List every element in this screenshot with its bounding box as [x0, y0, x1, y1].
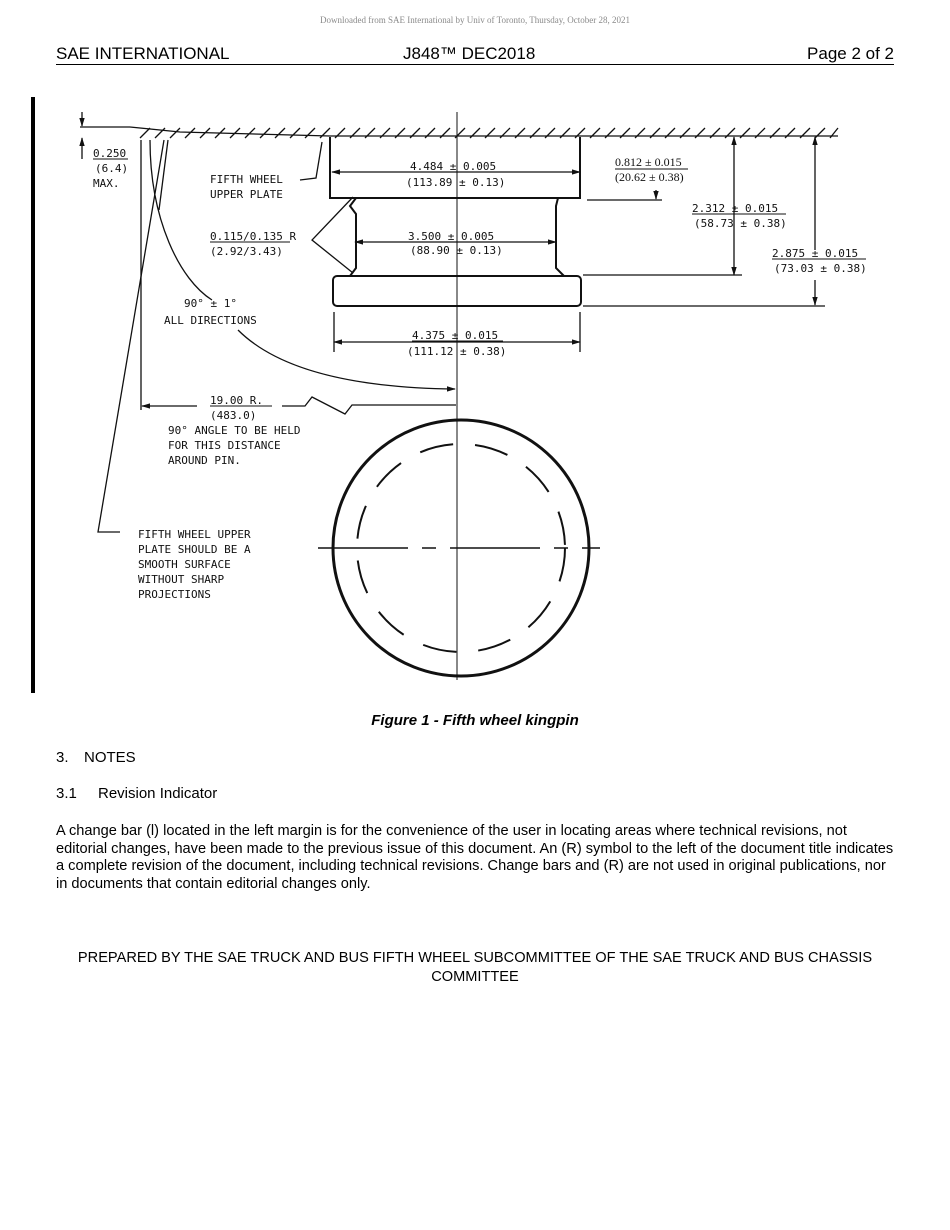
- dim-0812-value: 0.812 ± 0.015: [615, 155, 682, 169]
- kingpin-figure: 0.250 (6.4) MAX. FIFTH WHEEL UPPER PLATE…: [79, 112, 867, 680]
- dim-4375-value: 4.375 ± 0.015: [412, 329, 498, 342]
- section-31-title: Revision Indicator: [98, 785, 218, 802]
- leader-radius: [311, 196, 354, 274]
- section-3-number: 3.: [56, 749, 69, 766]
- label-angle-held-2: FOR THIS DISTANCE: [168, 439, 281, 452]
- note-smooth-4: WITHOUT SHARP: [138, 573, 224, 586]
- dim-2312-metric: (58.73 ± 0.38): [694, 217, 787, 230]
- download-watermark: Downloaded from SAE International by Uni…: [320, 15, 630, 25]
- label-max-value: 0.250: [93, 147, 126, 160]
- label-fifth-wheel: FIFTH WHEEL: [210, 173, 283, 186]
- dim-3500-metric: (88.90 ± 0.13): [410, 244, 503, 257]
- leader-fifth-wheel: [299, 141, 323, 181]
- section-31-heading: 3.1 Revision Indicator: [56, 785, 217, 802]
- label-max-metric: (6.4): [95, 162, 128, 175]
- note-smooth-2: PLATE SHOULD BE A: [138, 543, 251, 556]
- header-document-id: J848™ DEC2018: [403, 44, 536, 63]
- dim-3500-value: 3.500 ± 0.005: [408, 230, 494, 243]
- section-3-title: NOTES: [84, 749, 136, 766]
- label-angle-value: 90° ± 1°: [184, 297, 237, 310]
- label-max-note: MAX.: [93, 177, 120, 190]
- kingpin-neck: [348, 197, 565, 277]
- label-radius-19-metric: (483.0): [210, 409, 256, 422]
- label-all-directions: ALL DIRECTIONS: [164, 314, 257, 327]
- kingpin-upper-flange: [329, 137, 581, 199]
- figure-caption: Figure 1 - Fifth wheel kingpin: [371, 712, 579, 729]
- revision-indicator-paragraph: A change bar (l) located in the left mar…: [56, 823, 894, 892]
- page-header: SAE INTERNATIONAL J848™ DEC2018 Page 2 o…: [56, 44, 894, 65]
- dim-2875-metric: (73.03 ± 0.38): [774, 262, 867, 275]
- leader-smooth-surface: [97, 139, 165, 533]
- dim-4484-metric: (113.89 ± 0.13): [406, 176, 505, 189]
- header-publisher: SAE INTERNATIONAL: [56, 44, 230, 63]
- section-3-heading: 3. NOTES: [56, 749, 136, 766]
- note-smooth-5: PROJECTIONS: [138, 588, 211, 601]
- label-upper-plate: UPPER PLATE: [210, 188, 283, 201]
- dim-2312-value: 2.312 ± 0.015: [692, 202, 778, 215]
- prepared-by-statement: PREPARED BY THE SAE TRUCK AND BUS FIFTH …: [77, 950, 873, 985]
- dim-0812-metric: (20.62 ± 0.38): [615, 170, 684, 184]
- plate-hatching: [139, 127, 839, 139]
- leader-angle: [149, 139, 213, 301]
- header-page-number: Page 2 of 2: [807, 44, 894, 63]
- dim-4375-metric: (111.12 ± 0.38): [407, 345, 506, 358]
- dim-4484-value: 4.484 ± 0.005: [410, 160, 496, 173]
- section-31-number: 3.1: [56, 785, 77, 802]
- dim-2875-value: 2.875 ± 0.015: [772, 247, 858, 260]
- leader-max-thickness: [158, 139, 169, 211]
- label-radius-value: 0.115/0.135 R: [210, 230, 296, 243]
- fifth-wheel-plate-surface: [129, 126, 838, 137]
- note-smooth-1: FIFTH WHEEL UPPER: [138, 528, 251, 541]
- note-smooth-3: SMOOTH SURFACE: [138, 558, 231, 571]
- kingpin-lower-flange: [332, 275, 582, 307]
- change-bar: [31, 97, 35, 693]
- label-radius-19: 19.00 R.: [210, 394, 263, 407]
- radius-break-line: [282, 396, 456, 415]
- label-angle-held-1: 90° ANGLE TO BE HELD: [168, 424, 300, 437]
- label-angle-held-3: AROUND PIN.: [168, 454, 241, 467]
- label-radius-metric: (2.92/3.43): [210, 245, 283, 258]
- leader-angle-to-pin: [237, 329, 456, 392]
